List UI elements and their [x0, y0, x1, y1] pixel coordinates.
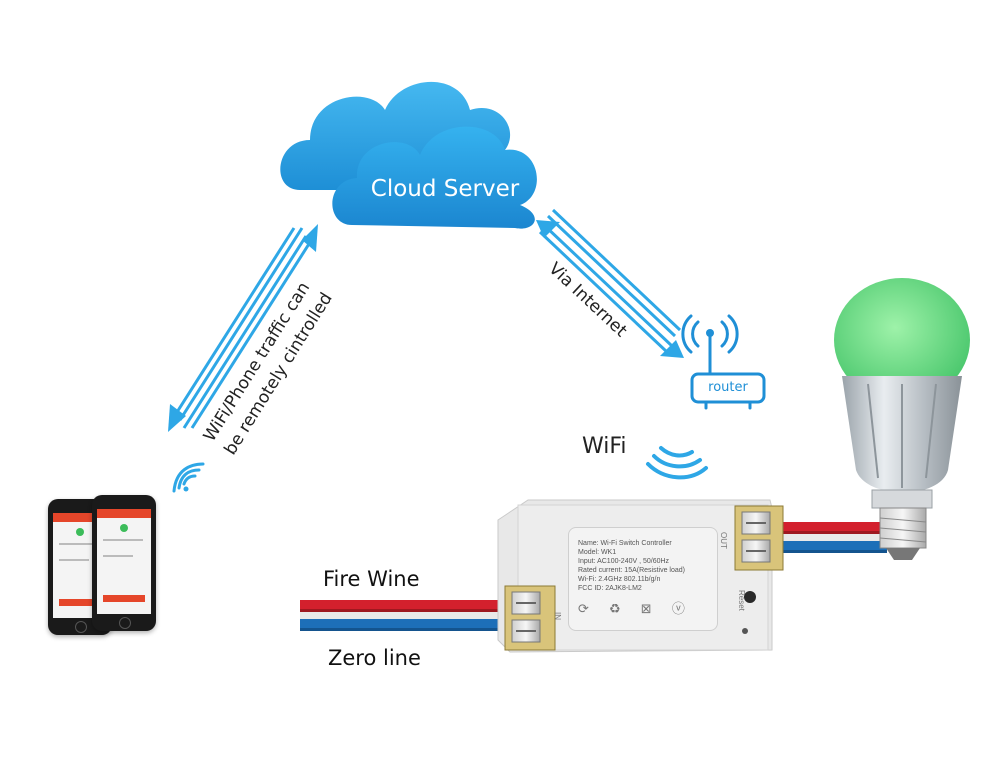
cloud-icon: [280, 81, 537, 229]
plate-line: Input: AC100-240V , 50/60Hz: [578, 558, 670, 565]
phone-screen: [97, 509, 151, 614]
cloud-server-label: Cloud Server: [370, 176, 520, 202]
plate-line: Rated current: 15A(Resistive load): [578, 567, 685, 574]
wifi-signal-icon: [646, 446, 708, 480]
certification-icons: ⟳ ♻ ⊠ ⓥ: [578, 602, 693, 617]
out-label: OUT: [719, 532, 728, 549]
fire-wire-label: Fire Wine: [323, 567, 420, 591]
router-icon: [681, 314, 766, 410]
phone-right: [92, 495, 156, 631]
wifi-label: WiFi: [582, 434, 627, 459]
right-link-arrow: [538, 208, 682, 354]
reset-label: Reset: [737, 590, 746, 611]
plate-line: Model: WK1: [578, 549, 617, 556]
smart-bulb-icon: [834, 278, 970, 560]
input-terminal-block: [504, 585, 556, 651]
plate-line: Wi-Fi: 2.4GHz 802.11b/g/n: [578, 576, 661, 583]
zero-line-label: Zero line: [328, 646, 421, 670]
output-terminal-block: [734, 505, 784, 571]
left-link-arrow: [170, 227, 316, 429]
phone-wifi-icon: [172, 462, 205, 493]
router-label: router: [708, 380, 748, 395]
device-label-plate: [568, 527, 718, 631]
plate-line: FCC ID: 2AJK8-LM2: [578, 585, 642, 592]
input-wires: [300, 600, 515, 631]
output-wires: [775, 522, 887, 553]
plate-line: Name: Wi-Fi Switch Controller: [578, 540, 672, 547]
in-label: IN: [553, 612, 562, 620]
